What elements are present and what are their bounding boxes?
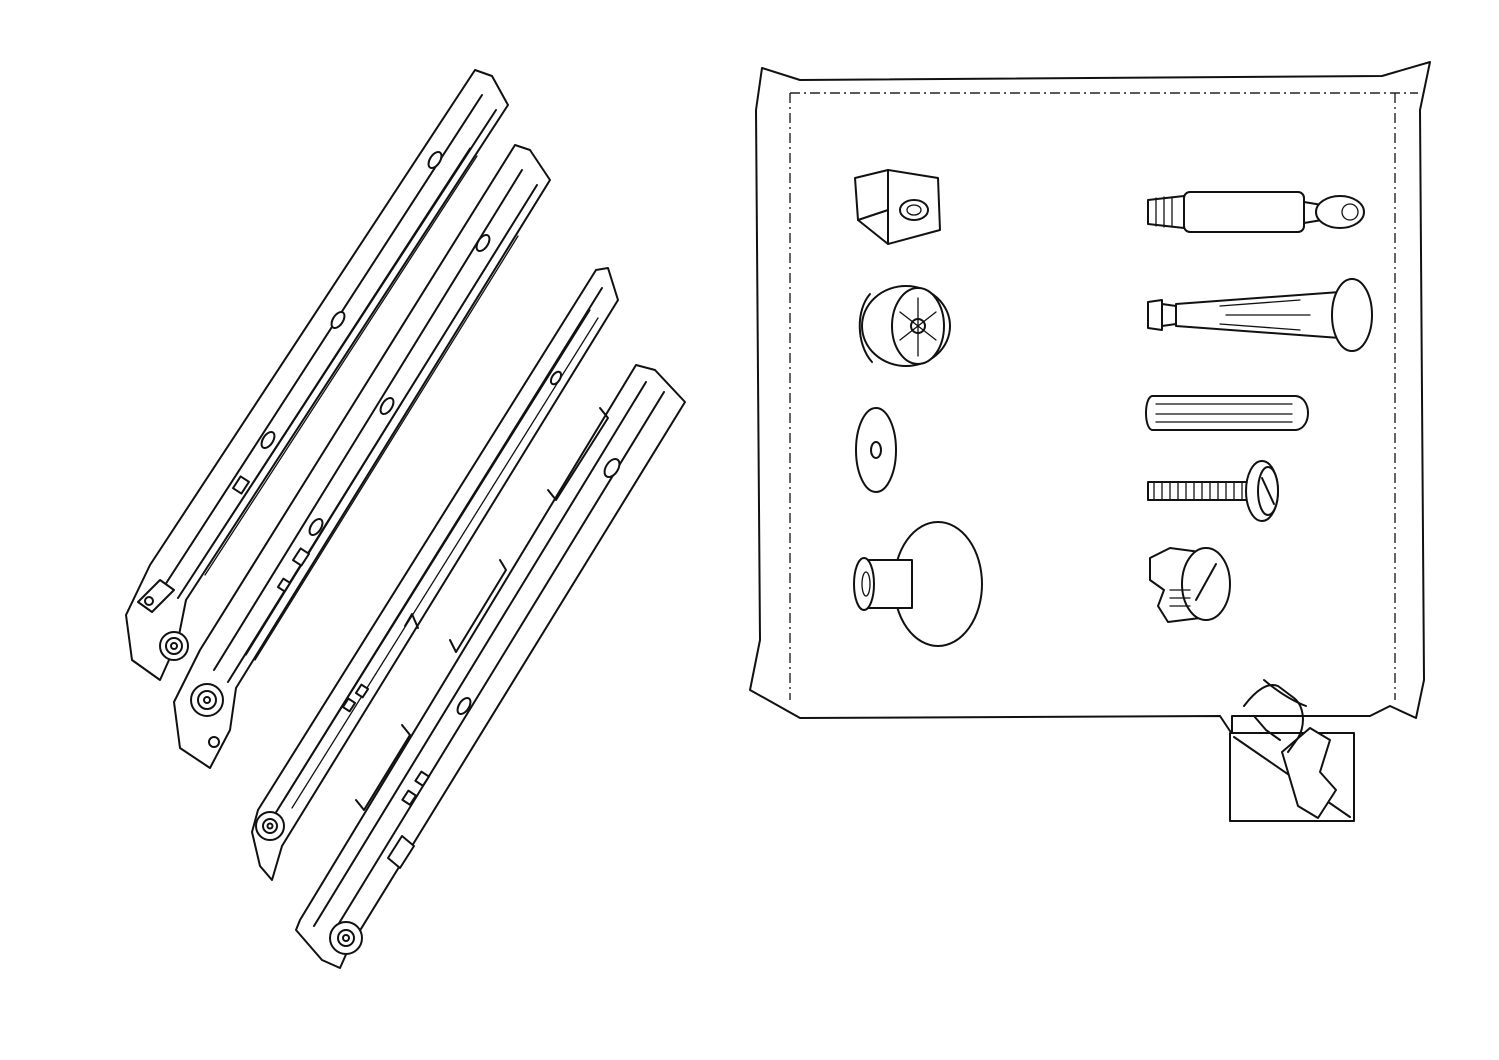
drawer-slide-1 — [126, 70, 508, 680]
clip-cam-icon — [1150, 548, 1230, 622]
cam-bolt-icon — [1148, 192, 1364, 232]
cam-lock-icon — [860, 286, 950, 366]
hardware-bag — [750, 62, 1430, 734]
washer-icon — [856, 408, 896, 492]
wood-dowel-icon — [1146, 396, 1308, 430]
